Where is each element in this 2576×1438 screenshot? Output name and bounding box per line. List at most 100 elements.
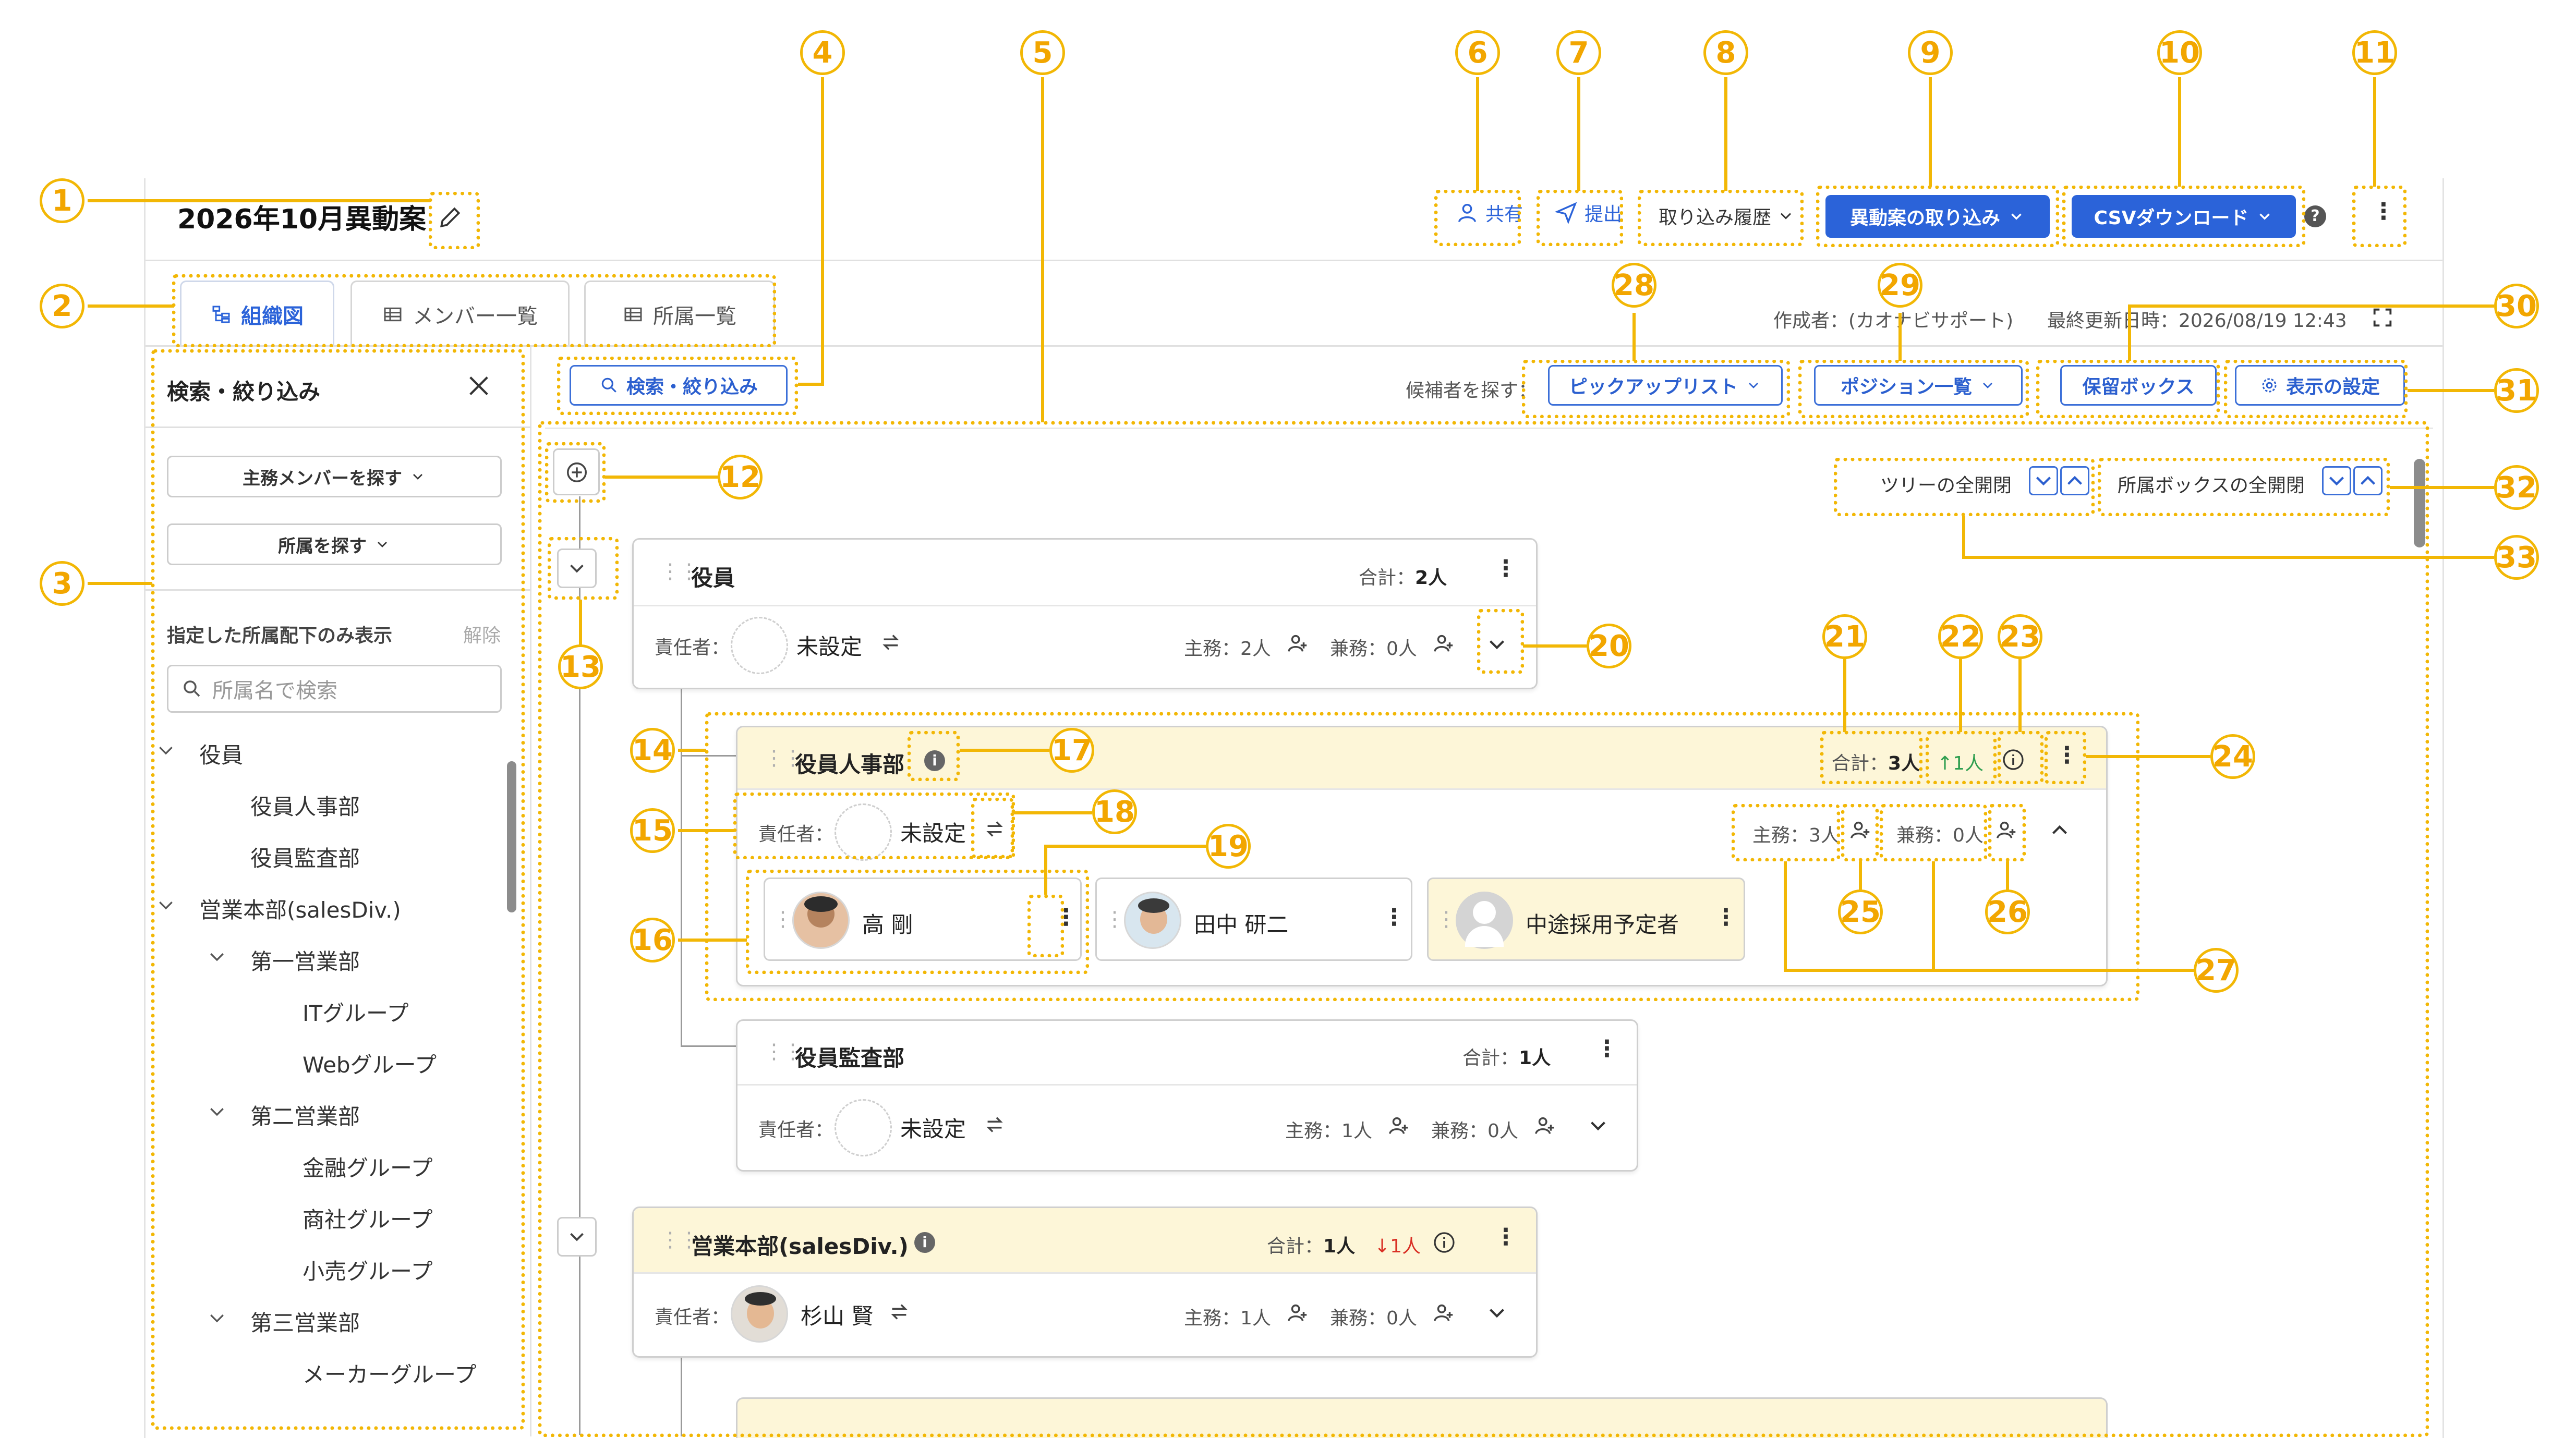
- department-search-input[interactable]: 所属名で検索: [167, 665, 502, 713]
- swap-icon[interactable]: [983, 817, 1007, 841]
- add-person-icon[interactable]: [1286, 631, 1310, 655]
- display-settings-button[interactable]: 表示の設定: [2235, 365, 2405, 406]
- sidebar-tree-item[interactable]: 役員監査部: [250, 846, 360, 871]
- add-department-button[interactable]: [553, 448, 600, 495]
- sidebar-tree-item[interactable]: 役員: [199, 742, 244, 768]
- leader-name: 未設定: [900, 1116, 966, 1142]
- edit-pencil-icon[interactable]: [437, 204, 463, 230]
- submit-button[interactable]: 提出: [1554, 199, 1622, 226]
- department-card-next[interactable]: [736, 1397, 2108, 1438]
- department-card-yakuin[interactable]: ⋮⋮ 役員 合計：2人 ⋮ 責任者： 未設定 主務：2人 兼務：0人: [632, 538, 1538, 689]
- add-person-icon[interactable]: [1387, 1114, 1411, 1138]
- import-history-dropdown[interactable]: 取り込み履歴: [1659, 202, 1795, 229]
- add-person-icon[interactable]: [1286, 1301, 1310, 1325]
- holding-box-button[interactable]: 保留ボックス: [2060, 365, 2217, 406]
- find-main-member-button[interactable]: 主務メンバーを探す: [167, 456, 502, 497]
- drag-handle-icon[interactable]: ⋮⋮: [764, 746, 803, 770]
- sidebar-tree-item[interactable]: 小売グループ: [303, 1259, 433, 1284]
- member-card-planned-hire[interactable]: ⋮⋮ 中途採用予定者 ⋮: [1427, 878, 1745, 961]
- find-department-button[interactable]: 所属を探す: [167, 523, 502, 565]
- tree-collapse-all-button[interactable]: [2060, 466, 2089, 495]
- chevron-down-icon[interactable]: [155, 740, 176, 761]
- card-more-menu-icon[interactable]: ⋮: [2055, 742, 2078, 769]
- clear-filter-link[interactable]: 解除: [463, 625, 501, 647]
- chevron-down-icon[interactable]: [1585, 1113, 1611, 1139]
- info-filled-icon[interactable]: i: [914, 1232, 935, 1253]
- annotation-line: [1014, 811, 1092, 814]
- help-icon[interactable]: ?: [2304, 205, 2326, 227]
- pickup-list-button[interactable]: ピックアップリスト: [1548, 365, 1783, 406]
- department-card-sales[interactable]: ⋮⋮ 営業本部(salesDiv.) i 合計：1人 ↓1人 ⋮ 責任者： 杉山…: [632, 1207, 1538, 1358]
- header-more-menu-icon[interactable]: ⋮: [2372, 198, 2395, 225]
- add-person-icon[interactable]: [1533, 1114, 1557, 1138]
- annotation-line: [1724, 77, 1727, 191]
- annotation-box: [2062, 186, 2305, 247]
- table-icon: [384, 307, 402, 321]
- member-more-menu-icon[interactable]: ⋮: [1055, 904, 1078, 931]
- chevron-down-icon[interactable]: [1484, 631, 1510, 657]
- swap-icon[interactable]: [983, 1113, 1007, 1137]
- sidebar-tree-item[interactable]: 役員人事部: [250, 794, 360, 820]
- sidebar-tree-item[interactable]: 営業本部(salesDiv.): [199, 897, 401, 923]
- drag-handle-icon[interactable]: ⋮⋮: [660, 1228, 699, 1252]
- swap-icon[interactable]: [879, 630, 903, 654]
- add-person-icon[interactable]: [1994, 818, 2018, 842]
- annotation-line: [88, 304, 174, 308]
- add-person-icon[interactable]: [1432, 631, 1456, 655]
- chevron-up-icon[interactable]: [2047, 817, 2073, 843]
- card-more-menu-icon[interactable]: ⋮: [1494, 555, 1517, 582]
- drag-handle-icon[interactable]: ⋮⋮: [660, 559, 699, 583]
- chevron-down-icon[interactable]: [207, 1308, 227, 1329]
- sidebar-tree-item[interactable]: 金融グループ: [303, 1155, 433, 1181]
- sidebar-tree-item[interactable]: ITグループ: [303, 1001, 409, 1026]
- sidebar-scrollbar[interactable]: [507, 761, 516, 912]
- total-count: 1人: [1519, 1047, 1551, 1069]
- csv-download-button[interactable]: CSVダウンロード: [2072, 195, 2296, 238]
- sidebar-tree-item[interactable]: 第二営業部: [250, 1104, 360, 1129]
- tab-member-list[interactable]: メンバー一覧: [350, 281, 570, 346]
- info-icon[interactable]: [1432, 1230, 1457, 1255]
- main-count: 主務：2人: [1184, 638, 1271, 660]
- position-list-button[interactable]: ポジション一覧: [1814, 365, 2023, 406]
- department-card-kansa[interactable]: ⋮⋮ 役員監査部 合計：1人 ⋮ 責任者： 未設定 主務：1人 兼務：0人: [736, 1019, 1638, 1172]
- tab-department-list[interactable]: 所属一覧: [584, 281, 775, 346]
- close-icon[interactable]: [464, 371, 493, 400]
- member-more-menu-icon[interactable]: ⋮: [1383, 904, 1406, 931]
- annotation-line: [2128, 304, 2131, 361]
- tab-org-chart[interactable]: 組織図: [180, 281, 334, 346]
- member-more-menu-icon[interactable]: ⋮: [1714, 904, 1737, 931]
- canvas-scrollbar[interactable]: [2414, 459, 2425, 547]
- chevron-down-icon: [2011, 213, 2022, 220]
- sidebar-tree-item[interactable]: 第一営業部: [250, 949, 360, 974]
- sidebar-tree-item[interactable]: 商社グループ: [303, 1207, 433, 1233]
- leader-label: 責任者：: [758, 1119, 834, 1141]
- chevron-down-icon[interactable]: [1484, 1300, 1510, 1326]
- chevron-down-icon[interactable]: [207, 1102, 227, 1123]
- fullscreen-icon[interactable]: [2371, 306, 2394, 330]
- member-card[interactable]: ⋮⋮ 田中 研二 ⋮: [1095, 878, 1412, 961]
- card-more-menu-icon[interactable]: ⋮: [1494, 1224, 1517, 1250]
- box-expand-all-button[interactable]: [2322, 466, 2351, 495]
- add-person-icon[interactable]: [1432, 1301, 1456, 1325]
- info-icon[interactable]: [2001, 747, 2026, 772]
- drag-handle-icon[interactable]: ⋮⋮: [764, 1040, 803, 1064]
- add-person-icon[interactable]: [1848, 818, 1872, 842]
- swap-icon[interactable]: [887, 1300, 911, 1324]
- collapse-branch-button[interactable]: [557, 1217, 597, 1257]
- info-filled-icon[interactable]: i: [924, 750, 945, 771]
- box-collapse-all-button[interactable]: [2353, 466, 2383, 495]
- annotation-marker: 32: [2494, 465, 2539, 510]
- import-plan-button[interactable]: 異動案の取り込み: [1825, 195, 2050, 238]
- sidebar-tree-item[interactable]: メーカーグループ: [303, 1362, 477, 1387]
- org-chart-canvas[interactable]: [545, 428, 2433, 1436]
- annotation-box: [1880, 804, 1987, 861]
- sidebar-tree-item[interactable]: 第三営業部: [250, 1310, 360, 1336]
- collapse-branch-button[interactable]: [557, 549, 597, 588]
- card-more-menu-icon[interactable]: ⋮: [1595, 1035, 1618, 1062]
- chevron-down-icon[interactable]: [207, 947, 227, 968]
- share-button[interactable]: 共有: [1455, 199, 1523, 226]
- tree-expand-all-button[interactable]: [2029, 466, 2058, 495]
- search-filter-button[interactable]: 検索・絞り込み: [570, 365, 788, 406]
- sidebar-tree-item[interactable]: Webグループ: [303, 1052, 437, 1078]
- chevron-down-icon[interactable]: [155, 895, 176, 916]
